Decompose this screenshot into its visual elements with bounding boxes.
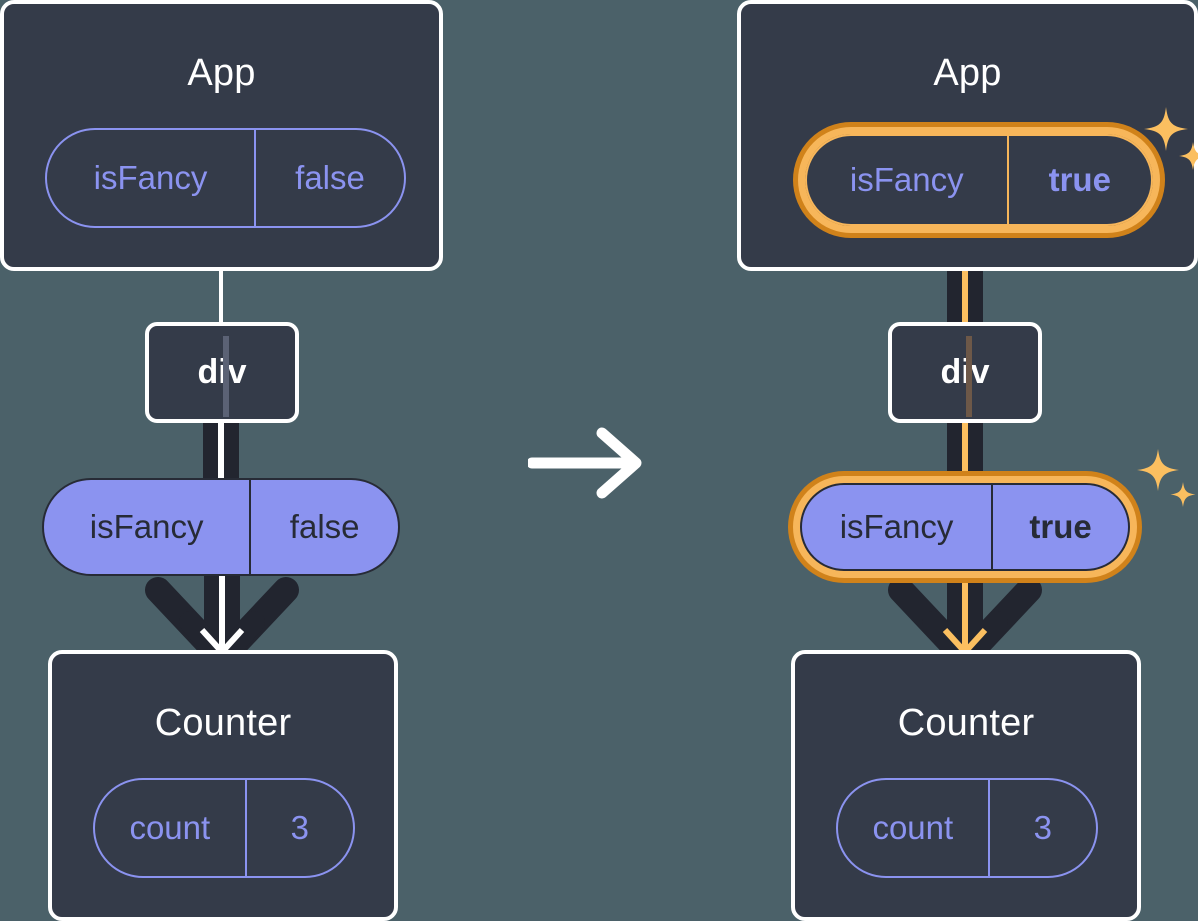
- connector-core: [218, 421, 224, 483]
- counter-title-before: Counter: [154, 702, 292, 744]
- counter-state-pill-before: count 3: [93, 778, 355, 878]
- app-prop-name-before: isFancy: [93, 159, 208, 196]
- app-component-box-after: App isFancy true: [737, 0, 1198, 271]
- connector-div-to-prop-before: [203, 421, 239, 483]
- counter-state-name-after: count: [872, 809, 954, 846]
- passed-prop-pill-before: isFancy false: [42, 478, 400, 576]
- arrow-right-icon: [528, 427, 642, 499]
- sparkle-icon: [1137, 449, 1196, 507]
- passed-prop-pill-after: isFancy true: [800, 483, 1130, 571]
- app-prop-pill-after: isFancy true: [805, 134, 1153, 226]
- counter-component-box-before: Counter count 3: [48, 650, 398, 921]
- passed-prop-name-before: isFancy: [89, 508, 204, 545]
- counter-state-value-before: 3: [244, 780, 353, 876]
- app-component-box-before: App isFancy false: [0, 0, 443, 271]
- app-prop-value-before: false: [254, 130, 404, 226]
- counter-state-pill-after: count 3: [836, 778, 1098, 878]
- counter-component-box-after: Counter count 3: [791, 650, 1141, 921]
- connector-div-to-prop-after: [947, 421, 983, 483]
- div-label-after: div: [940, 353, 990, 391]
- counter-state-name-before: count: [129, 809, 211, 846]
- connector-core: [962, 421, 968, 483]
- passed-prop-value-after: true: [991, 485, 1128, 569]
- connector-core: [962, 216, 968, 326]
- div-crossing-line-before: [223, 336, 229, 417]
- app-title-before: App: [187, 52, 256, 94]
- app-title-after: App: [933, 52, 1002, 94]
- app-prop-pill-before: isFancy false: [45, 128, 406, 228]
- passed-prop-name-after: isFancy: [839, 508, 954, 545]
- div-element-box-after: div: [888, 322, 1042, 423]
- app-prop-value-after: true: [1006, 136, 1151, 224]
- app-prop-name-after: isFancy: [849, 161, 964, 198]
- div-label-before: div: [197, 353, 247, 391]
- connector-app-to-div-before: [219, 268, 223, 324]
- div-crossing-line-after: [966, 336, 972, 417]
- counter-title-after: Counter: [897, 702, 1035, 744]
- sparkle-icon: [1144, 107, 1198, 170]
- counter-state-value-after: 3: [987, 780, 1096, 876]
- div-element-box-before: div: [145, 322, 299, 423]
- passed-prop-value-before: false: [249, 480, 398, 574]
